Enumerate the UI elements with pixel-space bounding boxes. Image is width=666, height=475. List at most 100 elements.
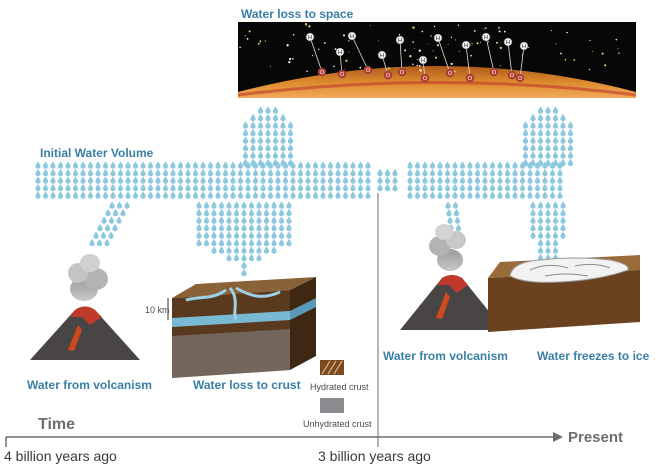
water-drop (118, 162, 123, 169)
oxygen-atom: O (446, 69, 454, 77)
water-droplets (35, 107, 573, 277)
water-drop (241, 232, 246, 239)
water-drop (271, 202, 276, 209)
unhydrated-swatch (320, 398, 344, 413)
water-drop (250, 129, 255, 136)
water-drop (204, 217, 209, 224)
water-drop (279, 224, 284, 231)
water-drop (226, 224, 231, 231)
star (359, 67, 361, 69)
star (528, 47, 529, 48)
water-drop (452, 169, 457, 176)
water-drop (264, 224, 269, 231)
water-drop (253, 177, 258, 184)
water-drop (475, 169, 480, 176)
water-drop (407, 177, 412, 184)
water-drop (258, 137, 263, 144)
water-drop (505, 177, 510, 184)
water-drop (109, 217, 114, 224)
svg-text:O: O (423, 76, 428, 82)
water-drop (260, 177, 265, 184)
water-drop (241, 202, 246, 209)
water-drop (118, 177, 123, 184)
water-drop (185, 169, 190, 176)
hydrogen-atom: H (482, 33, 490, 41)
water-drop (530, 232, 535, 239)
star (592, 51, 593, 52)
water-drop (535, 177, 540, 184)
hydrogen-atom: H (378, 51, 386, 59)
svg-text:H: H (338, 50, 342, 56)
star (305, 23, 307, 25)
water-drop (560, 129, 565, 136)
water-drop (234, 209, 239, 216)
water-drop (545, 232, 550, 239)
star (451, 63, 453, 65)
water-drop (241, 254, 246, 261)
water-drop (271, 224, 276, 231)
water-drop (35, 162, 40, 169)
oxygen-atom: O (508, 71, 516, 79)
water-drop (125, 169, 130, 176)
star (293, 34, 295, 36)
water-drop (170, 162, 175, 169)
water-drop (520, 177, 525, 184)
star (388, 67, 390, 69)
water-drop (365, 169, 370, 176)
water-drop (530, 217, 535, 224)
water-drop (117, 202, 122, 209)
water-drop (185, 177, 190, 184)
water-drop (253, 192, 258, 199)
deep-crust (172, 329, 290, 378)
water-drop (43, 162, 48, 169)
water-drop (241, 269, 246, 276)
water-drop (256, 247, 261, 254)
water-drop (273, 159, 278, 166)
water-drop (288, 122, 293, 129)
water-drop (103, 192, 108, 199)
water-drop (542, 177, 547, 184)
svg-text:H: H (308, 35, 312, 41)
water-drop (279, 239, 284, 246)
water-drop (108, 232, 113, 239)
water-drop (545, 159, 550, 166)
water-drop (490, 177, 495, 184)
water-drop (258, 114, 263, 121)
water-drop (530, 129, 535, 136)
water-drop (258, 159, 263, 166)
water-drop (530, 144, 535, 151)
water-drop (268, 177, 273, 184)
water-drop (553, 217, 558, 224)
water-drop (110, 169, 115, 176)
hydrated-crust-label: Hydrated crust (310, 382, 369, 392)
water-drop (286, 224, 291, 231)
water-drop (530, 209, 535, 216)
water-drop (226, 232, 231, 239)
water-drop (178, 169, 183, 176)
water-drop (288, 144, 293, 151)
water-drop (523, 152, 528, 159)
star (404, 49, 406, 51)
water-drop (385, 184, 390, 191)
water-drop (542, 184, 547, 191)
water-drop (527, 184, 532, 191)
water-drop (497, 169, 502, 176)
water-drop (170, 184, 175, 191)
water-drop (219, 202, 224, 209)
water-drop (535, 184, 540, 191)
star (265, 41, 266, 42)
depth-label: 10 km (145, 305, 170, 315)
start-time-label: 4 billion years ago (4, 448, 117, 464)
star (239, 47, 241, 49)
water-drop (170, 169, 175, 176)
water-drop (58, 184, 63, 191)
hydrogen-atom: H (504, 38, 512, 46)
water-drop (343, 177, 348, 184)
hydrogen-atom: H (419, 56, 427, 64)
star (455, 39, 456, 40)
water-drop (560, 217, 565, 224)
water-drop (95, 192, 100, 199)
water-drop (527, 169, 532, 176)
water-drop (305, 162, 310, 169)
water-drop (88, 192, 93, 199)
